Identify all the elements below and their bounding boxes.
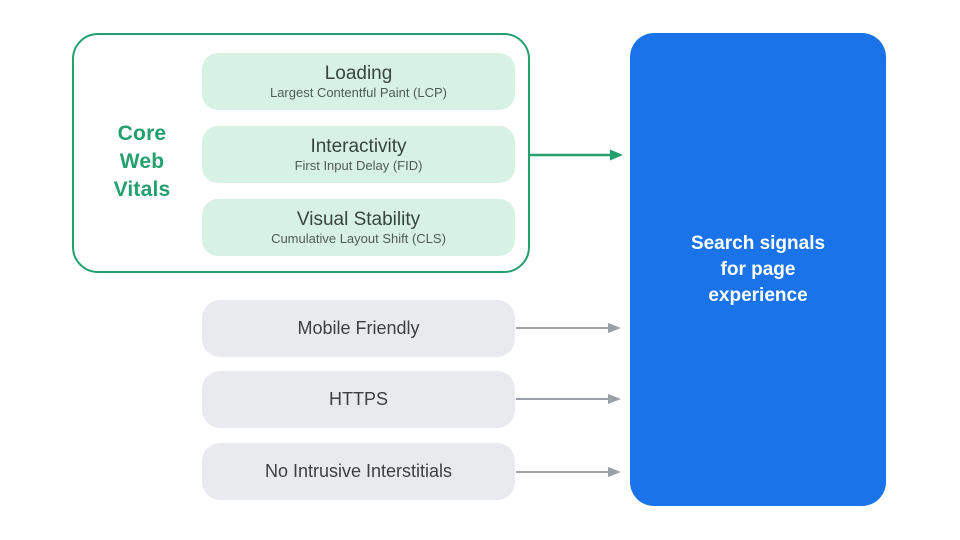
result-label-line: Search signals	[690, 232, 826, 254]
metric-title: Loading	[324, 63, 393, 84]
metric-subtitle: First Input Delay (FID)	[294, 158, 423, 173]
core-web-vitals-label-line: Core	[117, 122, 167, 145]
metric-card-visual-stability: Visual Stability Cumulative Layout Shift…	[202, 199, 515, 256]
metric-card-interactivity: Interactivity First Input Delay (FID)	[202, 126, 515, 183]
metric-title: Visual Stability	[296, 209, 421, 230]
signal-card-no-intrusive-interstitials: No Intrusive Interstitials	[202, 443, 515, 500]
metric-card-loading: Loading Largest Contentful Paint (LCP)	[202, 53, 515, 110]
result-card-search-signals: Search signals for page experience	[630, 33, 886, 506]
signal-label: HTTPS	[328, 389, 388, 409]
arrow-right-icon	[516, 467, 621, 477]
core-web-vitals-label-line: Web	[119, 150, 165, 173]
arrow-right-icon	[516, 323, 621, 333]
result-label-line: experience	[708, 284, 808, 306]
result-label-line: for page	[720, 258, 796, 280]
signal-card-https: HTTPS	[202, 371, 515, 428]
metric-title: Interactivity	[310, 136, 407, 157]
metric-subtitle: Cumulative Layout Shift (CLS)	[271, 231, 446, 246]
core-web-vitals-label: Core Web Vitals	[84, 120, 200, 204]
arrow-right-icon	[530, 149, 623, 161]
core-web-vitals-label-line: Vitals	[113, 178, 171, 201]
arrow-right-icon	[516, 394, 621, 404]
signal-label: Mobile Friendly	[297, 318, 420, 338]
signal-card-mobile-friendly: Mobile Friendly	[202, 300, 515, 357]
signal-label: No Intrusive Interstitials	[264, 461, 453, 481]
metric-subtitle: Largest Contentful Paint (LCP)	[269, 85, 448, 100]
